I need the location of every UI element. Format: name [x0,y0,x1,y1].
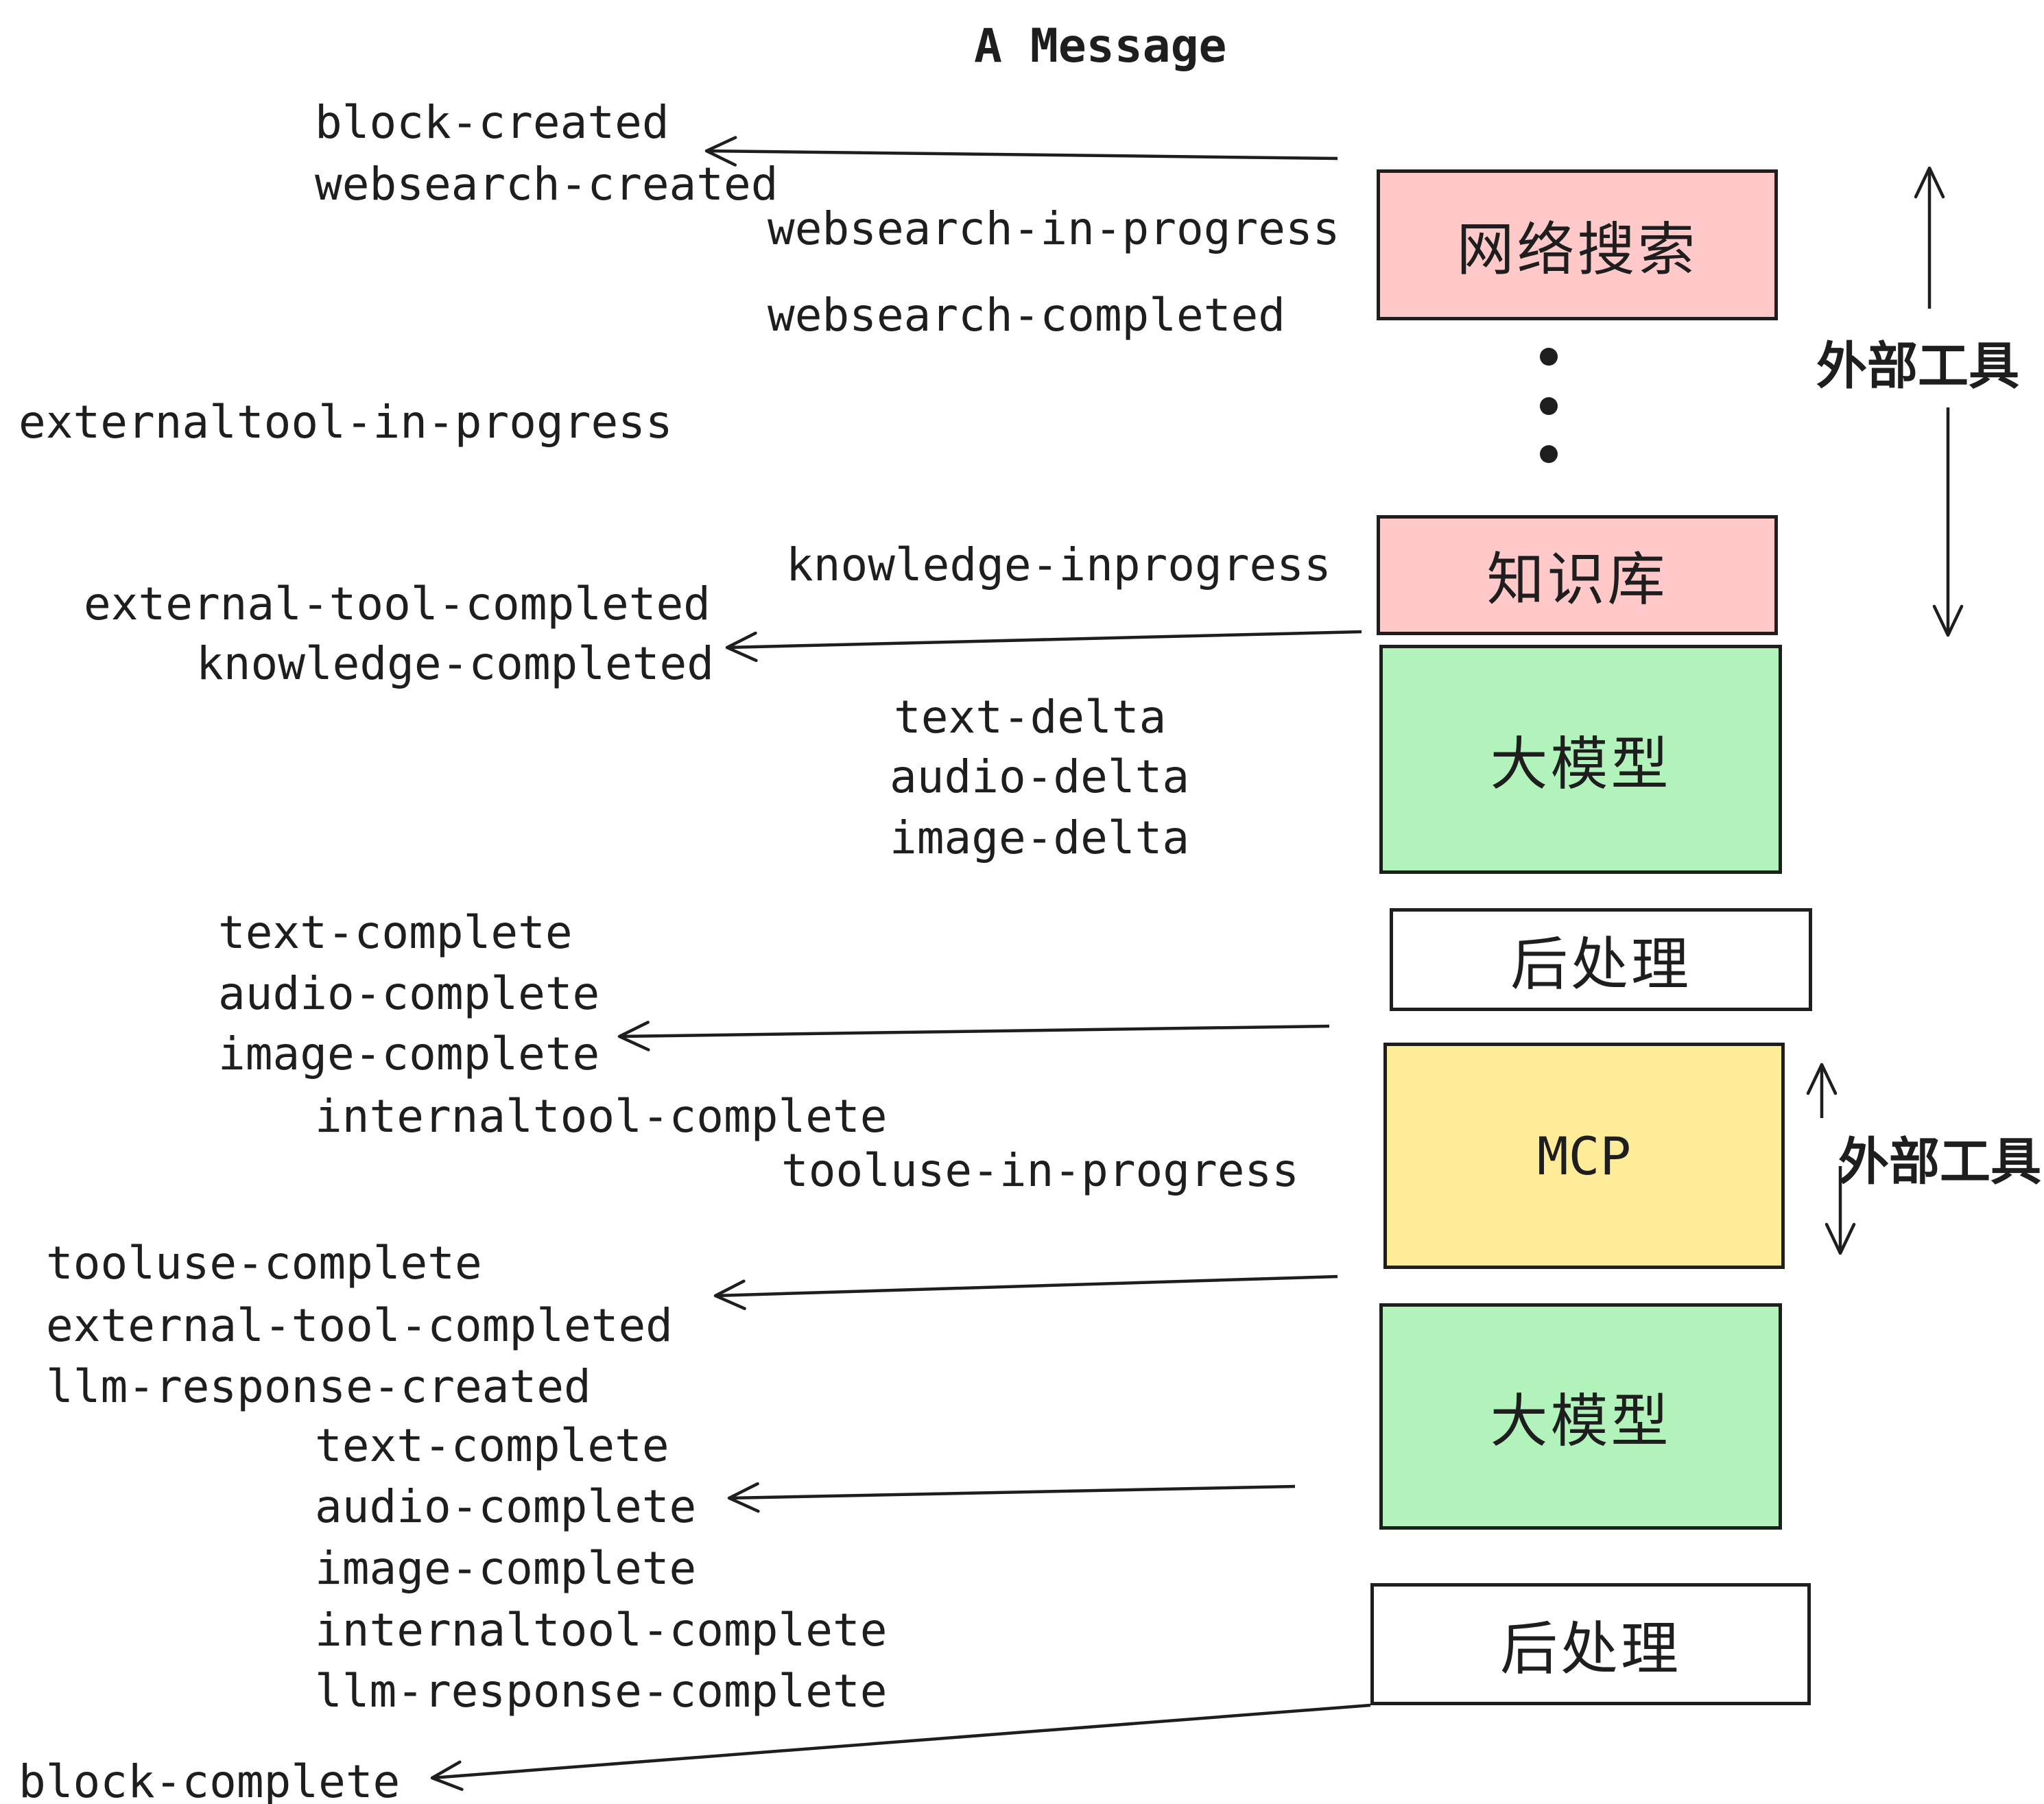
event-llm-response-complete: llm-response-complete [315,1665,888,1718]
event-block-created: block-created [315,96,669,149]
event-image-complete-2: image-complete [315,1542,697,1595]
arrow-to-block-complete [430,1703,1371,1791]
box-llm-2: 大模型 [1379,1303,1782,1530]
external-tools-note-top: 外部工具 [1816,337,2019,394]
event-llm-response-created: llm-response-created [46,1360,591,1413]
event-text-complete-1: text-complete [218,906,573,959]
event-websearch-in-progress: websearch-in-progress [768,202,1340,255]
box-websearch: 网络搜索 [1377,169,1778,320]
arrow-to-knowledge-completed [725,630,1362,663]
arrow-to-block-created [704,136,1338,167]
box-mcp-label: MCP [1536,1125,1632,1187]
box-knowledge: 知识库 [1377,515,1778,635]
event-internaltool-complete-2: internaltool-complete [315,1604,888,1657]
event-audio-delta-1: audio-delta [890,750,1190,803]
box-postprocess-2: 后处理 [1370,1583,1811,1705]
ellipsis-dot [1540,397,1558,415]
box-websearch-label: 网络搜索 [1456,217,1698,282]
event-external-tool-completed-1: external-tool-completed [84,578,711,630]
box-mcp: MCP [1383,1043,1785,1269]
event-websearch-completed: websearch-completed [768,289,1285,342]
arrow-to-audio-complete [727,1482,1296,1513]
event-text-complete-2: text-complete [315,1419,669,1472]
diagram-title: A Message [974,19,1227,73]
event-websearch-created: websearch-created [315,158,779,211]
box-llm-1: 大模型 [1379,645,1782,874]
event-internaltool-complete-1: internaltool-complete [315,1090,888,1143]
event-audio-complete-2: audio-complete [315,1480,697,1533]
box-knowledge-label: 知识库 [1486,547,1668,612]
external-tools-note-mid: 外部工具 [1838,1133,2041,1190]
event-block-complete: block-complete [19,1755,401,1804]
box-postprocess-2-label: 后处理 [1499,1616,1681,1681]
event-audio-complete-1: audio-complete [218,967,600,1020]
event-knowledge-inprogress: knowledge-inprogress [786,538,1331,591]
event-image-complete-1: image-complete [218,1028,600,1080]
event-external-tool-completed-2: external-tool-completed [46,1299,673,1352]
box-llm-1-label: 大模型 [1490,731,1672,796]
box-postprocess-1-label: 后处理 [1510,931,1691,997]
box-llm-2-label: 大模型 [1490,1388,1672,1453]
event-image-delta-1: image-delta [890,811,1190,864]
box-postprocess-1: 后处理 [1390,908,1812,1011]
ellipsis-dot [1540,348,1558,366]
ellipsis-dot [1540,445,1558,463]
arrow-to-tooluse-complete [713,1274,1338,1310]
event-knowledge-completed: knowledge-completed [196,637,714,690]
event-tooluse-in-progress: tooluse-in-progress [781,1144,1299,1197]
event-text-delta-1: text-delta [894,691,1167,744]
event-externaltool-in-progress: externaltool-in-progress [19,396,673,449]
arrow-to-image-complete [617,1021,1330,1052]
event-tooluse-complete: tooluse-complete [46,1237,482,1290]
